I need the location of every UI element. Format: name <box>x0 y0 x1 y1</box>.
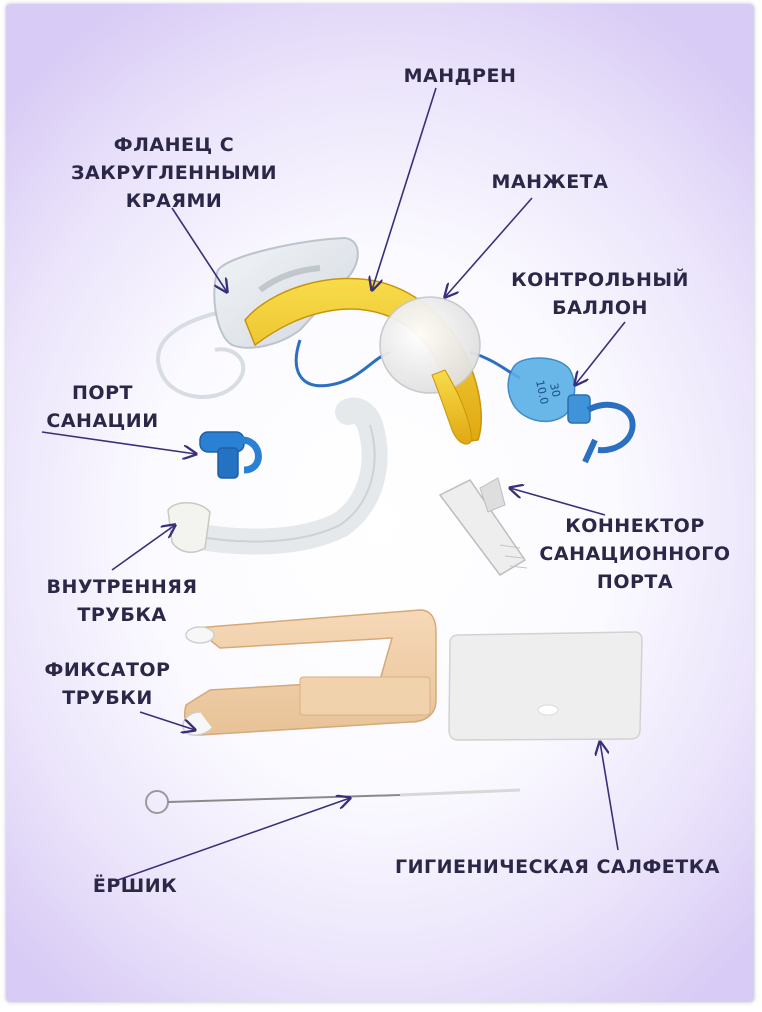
dressing <box>448 631 643 741</box>
label-flange: ФЛАНЕЦ С ЗАКРУГЛЕННЫМИ КРАЯМИ <box>40 131 308 215</box>
label-inner-tube-line2: ТРУБКА <box>77 604 167 626</box>
pilot-balloon: 10.0 30 <box>507 357 636 464</box>
label-tube-holder-line2: ТРУБКИ <box>62 687 153 709</box>
label-pilot-balloon-line1: КОНТРОЛЬНЫЙ <box>511 269 689 291</box>
label-mandrel-line1: МАНДРЕН <box>403 65 517 87</box>
label-tube-holder-line1: ФИКСАТОР <box>44 659 171 681</box>
tracheostomy-tube <box>156 236 521 445</box>
label-flange-line1: ФЛАНЕЦ С <box>113 134 235 156</box>
suction-port-cap <box>199 431 262 479</box>
arrow-suction-port <box>41 431 196 454</box>
label-suction-connector-line1: КОННЕКТОР <box>565 515 705 537</box>
label-suction-port-line1: ПОРТ <box>72 382 133 404</box>
brush <box>145 788 521 814</box>
arrow-suction-connector <box>510 488 606 516</box>
label-mandrel: МАНДРЕН <box>380 62 540 90</box>
label-suction-connector: КОННЕКТОР САНАЦИОННОГО ПОРТА <box>520 512 750 596</box>
arrow-pilot-balloon <box>575 321 626 385</box>
suction-connector <box>438 477 528 576</box>
arrow-tube-holder <box>139 711 195 730</box>
label-brush: ЁРШИК <box>70 872 200 900</box>
arrow-brush <box>117 798 350 881</box>
label-suction-port: ПОРТ САНАЦИИ <box>30 379 175 435</box>
label-pilot-balloon-line2: БАЛЛОН <box>552 297 648 319</box>
arrow-dressing <box>600 742 619 851</box>
arrow-inner-tube <box>111 525 175 571</box>
inner-tube <box>167 397 388 555</box>
label-pilot-balloon: КОНТРОЛЬНЫЙ БАЛЛОН <box>490 266 710 322</box>
balloon-mark-1: 10.0 <box>533 379 551 406</box>
balloon-mark-2: 30 <box>547 382 563 398</box>
background-card <box>6 4 754 1002</box>
label-suction-connector-line2: САНАЦИОННОГО <box>539 543 731 565</box>
arrow-flange <box>171 207 227 292</box>
pilot-line <box>294 339 391 388</box>
label-inner-tube: ВНУТРЕННЯЯ ТРУБКА <box>26 573 218 629</box>
label-dressing-line1: ГИГИЕНИЧЕСКАЯ САЛФЕТКА <box>394 856 720 878</box>
label-cuff-line1: МАНЖЕТА <box>491 171 609 193</box>
label-suction-connector-line3: ПОРТА <box>596 571 674 593</box>
label-suction-port-line2: САНАЦИИ <box>46 410 159 432</box>
arrow-mandrel <box>372 87 437 290</box>
arrow-cuff <box>445 197 533 297</box>
pointer-arrows <box>41 87 626 881</box>
label-tube-holder: ФИКСАТОР ТРУБКИ <box>20 656 195 712</box>
label-dressing: ГИГИЕНИЧЕСКАЯ САЛФЕТКА <box>375 853 740 881</box>
label-inner-tube-line1: ВНУТРЕННЯЯ <box>46 576 198 598</box>
tube-holder <box>182 609 437 736</box>
cuff <box>379 296 481 394</box>
label-cuff: МАНЖЕТА <box>470 168 630 196</box>
inflation-line <box>156 308 246 399</box>
label-brush-line1: ЁРШИК <box>92 875 178 897</box>
label-flange-line2: ЗАКРУГЛЕННЫМИ <box>71 162 277 184</box>
label-flange-line3: КРАЯМИ <box>125 190 223 212</box>
